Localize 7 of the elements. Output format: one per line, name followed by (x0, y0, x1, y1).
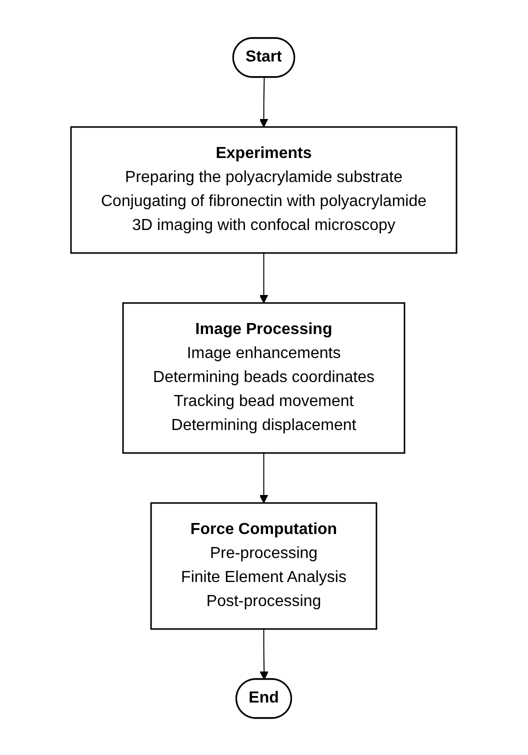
arrow (260, 628, 269, 680)
arrow (260, 452, 268, 503)
node-box: Experiments Preparing the polyacrylamide substrate Conjugating of fibronectin with polyacrylamide 3D imaging with confocal microscopy (70, 126, 458, 254)
node-box: Force Computation Pre-processing Finite Element Analysis Post-processing (150, 502, 378, 630)
arrow (260, 76, 268, 127)
node-box: Image Processing Image enhancements Determining beads coordinates Tracking bead movement Determining displacement (122, 302, 406, 454)
arrow (260, 252, 268, 303)
